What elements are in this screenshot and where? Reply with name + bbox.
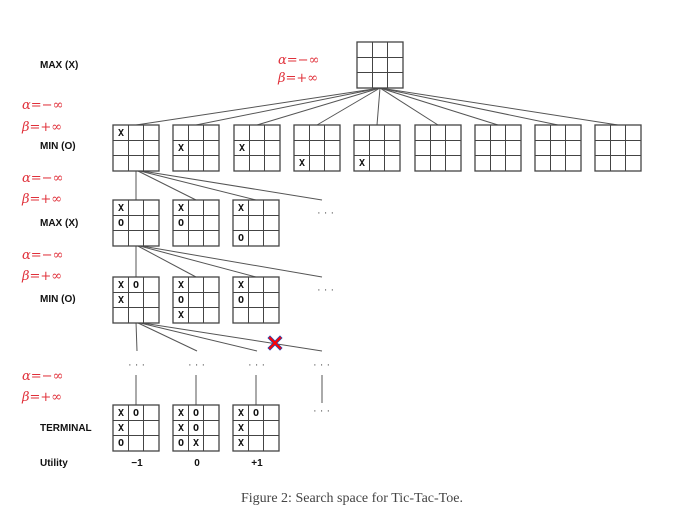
tree-edge <box>379 87 439 126</box>
board <box>233 124 281 172</box>
board-marks: XO X <box>238 280 254 306</box>
board <box>172 199 220 247</box>
board <box>356 41 404 89</box>
alpha-2: α=−∞ <box>22 171 63 186</box>
beta-1: β=+∞ <box>21 120 62 135</box>
tree-edge <box>135 244 323 278</box>
board-marks: XOX OX O <box>118 408 149 449</box>
board <box>112 276 160 324</box>
tree-edge <box>135 321 258 352</box>
tree-edge <box>135 321 138 352</box>
tree-edge <box>135 169 323 201</box>
ellipsis: · · · <box>248 359 265 371</box>
utility-value: 0 <box>194 458 200 469</box>
board-marks: X O <box>238 203 254 244</box>
tree-edge <box>135 169 197 201</box>
board-marks: X <box>415 125 461 171</box>
level-label-max: MAX (X) <box>40 218 78 229</box>
tree-edge <box>376 87 381 126</box>
tree-edge <box>195 87 381 126</box>
board-marks: X <box>178 143 194 154</box>
level-label-terminal: TERMINAL <box>40 423 92 434</box>
tree-edge <box>135 321 198 352</box>
board-marks: X <box>595 125 641 171</box>
tree-edge <box>379 87 499 126</box>
board-marks: XO X <box>178 280 194 321</box>
ellipsis: · · · <box>317 284 334 296</box>
beta-3: β=+∞ <box>21 269 62 284</box>
tree-edge <box>135 87 381 126</box>
alpha-4: α=−∞ <box>22 369 63 384</box>
board-marks: X <box>535 125 581 171</box>
board-marks: XOX <box>118 280 149 306</box>
board-marks: X O <box>178 203 194 229</box>
root-alpha: α=−∞ <box>278 53 319 68</box>
level-label-min: MIN (O) <box>40 141 76 152</box>
board <box>232 199 280 247</box>
figure-caption: Figure 2: Search space for Tic-Tac-Toe. <box>241 491 463 506</box>
utility-value: −1 <box>131 458 143 469</box>
ellipsis: · · · <box>128 359 145 371</box>
board <box>232 276 280 324</box>
tree-edge <box>256 87 381 126</box>
ellipsis: · · · <box>313 405 330 417</box>
tree-edge <box>379 87 619 126</box>
board-marks: X <box>299 158 315 169</box>
board <box>353 124 401 172</box>
board-marks: XOXOOXXXO <box>178 408 209 449</box>
board <box>414 124 462 172</box>
prune-mark-icon <box>267 335 283 351</box>
board <box>112 199 160 247</box>
board-marks: X <box>118 128 134 139</box>
board-marks: X <box>475 125 521 171</box>
tree-edge <box>135 321 323 352</box>
tree-edge <box>135 244 257 278</box>
utility-label: Utility <box>40 458 68 469</box>
board <box>172 276 220 324</box>
ellipsis: · · · <box>317 207 334 219</box>
board <box>172 404 220 452</box>
board-marks: X <box>239 143 255 154</box>
board-marks: XO <box>118 203 134 229</box>
ellipsis: · · · <box>313 359 330 371</box>
beta-4: β=+∞ <box>21 390 62 405</box>
tree-edge <box>135 169 257 201</box>
alpha-1: α=−∞ <box>22 98 63 113</box>
board <box>474 124 522 172</box>
level-label-min: MIN (O) <box>40 294 76 305</box>
beta-2: β=+∞ <box>21 192 62 207</box>
ellipsis: · · · <box>188 359 205 371</box>
tree-edge <box>135 244 197 278</box>
board <box>112 124 160 172</box>
board-marks: XOX X XOO <box>238 408 269 449</box>
board-marks: X <box>359 158 375 169</box>
alpha-3: α=−∞ <box>22 248 63 263</box>
board <box>112 404 160 452</box>
tree-edge <box>316 87 381 126</box>
board <box>534 124 582 172</box>
board <box>232 404 280 452</box>
root-beta: β=+∞ <box>277 71 318 86</box>
utility-value: +1 <box>251 458 263 469</box>
board <box>293 124 341 172</box>
board <box>172 124 220 172</box>
board <box>594 124 642 172</box>
tree-edge <box>379 87 559 126</box>
board-marks <box>357 42 403 88</box>
level-label-max: MAX (X) <box>40 60 78 71</box>
